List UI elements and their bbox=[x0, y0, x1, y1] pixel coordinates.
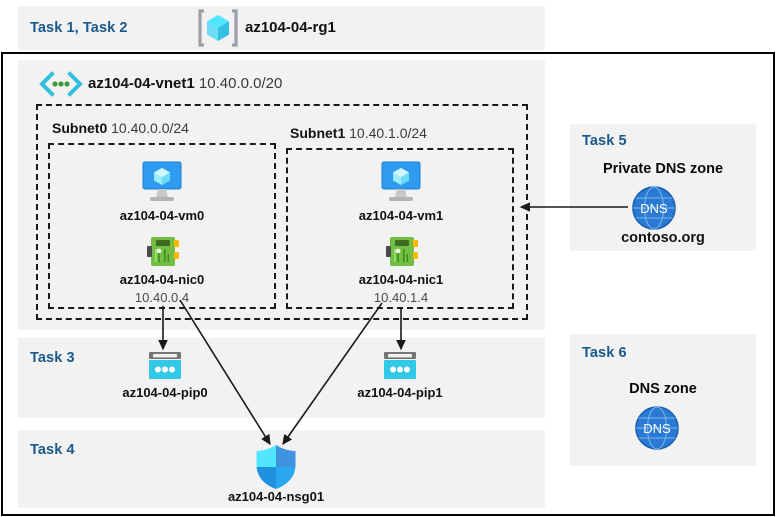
nic0-ip: 10.40.0.4 bbox=[134, 290, 190, 305]
subnet0-prefix: 10.40.0.0/24 bbox=[111, 120, 189, 136]
nsg-label: az104-04-nsg01 bbox=[227, 489, 325, 504]
virtual-network-icon bbox=[38, 71, 84, 97]
svg-text:DNS: DNS bbox=[643, 421, 671, 436]
public-ip-address-icon bbox=[145, 350, 185, 384]
network-interface-icon bbox=[145, 234, 181, 270]
network-interface-icon bbox=[384, 234, 420, 270]
virtual-machine-icon bbox=[137, 160, 187, 204]
task-label-4: Task 4 bbox=[30, 442, 75, 458]
resource-group-name: az104-04-rg1 bbox=[245, 19, 336, 36]
task-label-3: Task 3 bbox=[30, 350, 75, 366]
task5-panel bbox=[570, 124, 756, 251]
vnet-address-space: 10.40.0.0/20 bbox=[198, 75, 283, 92]
task-label-1-2: Task 1, Task 2 bbox=[30, 20, 128, 36]
vnet-name-text: az104-04-vnet1 bbox=[88, 75, 195, 92]
subnet1-box bbox=[286, 148, 514, 309]
nic1-ip: 10.40.1.4 bbox=[373, 290, 429, 305]
private-dns-zone-title: Private DNS zone bbox=[602, 161, 724, 177]
task-label-5: Task 5 bbox=[582, 133, 627, 149]
subnet1-name: Subnet1 bbox=[290, 125, 346, 141]
public-ip-address-icon bbox=[380, 350, 420, 384]
subnet0-name: Subnet0 bbox=[52, 120, 108, 136]
pip1-label: az104-04-pip1 bbox=[357, 385, 443, 400]
virtual-machine-icon bbox=[376, 160, 426, 204]
vm1-label: az104-04-vm1 bbox=[358, 208, 444, 223]
private-dns-zone-name: contoso.org bbox=[621, 230, 705, 246]
vm0-label: az104-04-vm0 bbox=[119, 208, 205, 223]
dns-zone-icon: DNS bbox=[633, 404, 681, 452]
vnet-name: az104-04-vnet1 10.40.0.0/20 bbox=[88, 75, 282, 92]
resource-group-icon bbox=[197, 8, 239, 48]
task3-band bbox=[18, 338, 545, 418]
nic1-label: az104-04-nic1 bbox=[358, 272, 444, 287]
subnet1-prefix: 10.40.1.0/24 bbox=[349, 125, 427, 141]
task1-task2-band bbox=[18, 6, 545, 50]
nic0-label: az104-04-nic0 bbox=[119, 272, 205, 287]
subnet0-title: Subnet0 10.40.0.0/24 bbox=[52, 120, 189, 136]
pip0-label: az104-04-pip0 bbox=[122, 385, 208, 400]
network-security-group-icon bbox=[253, 443, 299, 491]
task-label-6: Task 6 bbox=[582, 345, 627, 361]
subnet1-title: Subnet1 10.40.1.0/24 bbox=[290, 125, 427, 141]
dns-zone-icon: DNS bbox=[630, 184, 678, 232]
svg-text:DNS: DNS bbox=[640, 201, 668, 216]
dns-zone-title: DNS zone bbox=[629, 381, 697, 397]
